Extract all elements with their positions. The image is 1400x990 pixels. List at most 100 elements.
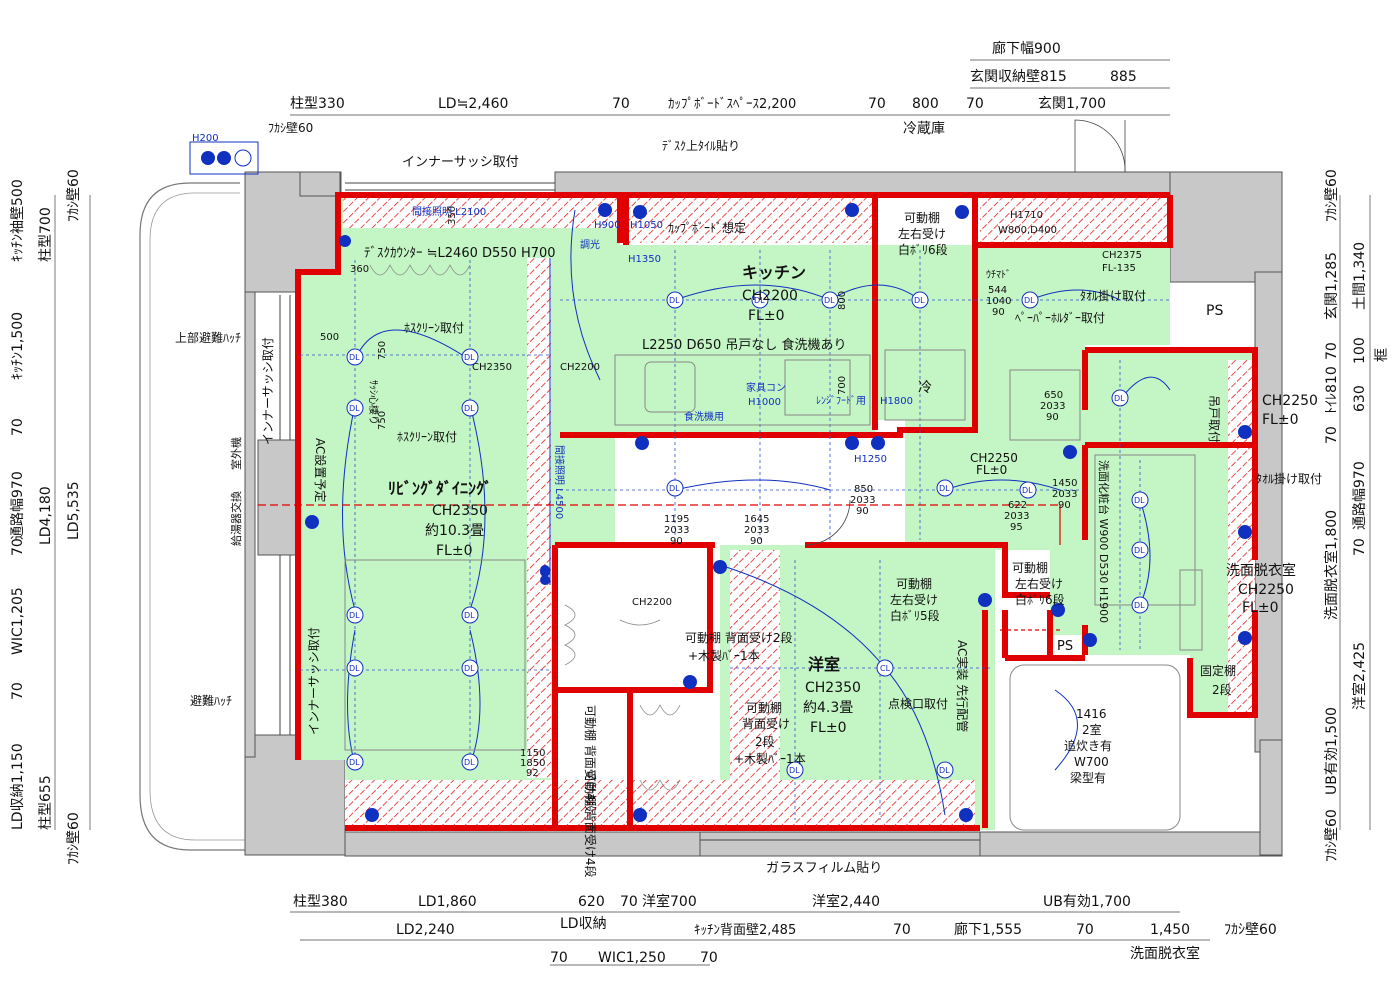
svg-text:DL: DL <box>464 404 475 413</box>
svg-text:AC実装 先行配管: AC実装 先行配管 <box>955 640 970 732</box>
svg-text:追炊き有: 追炊き有 <box>1064 738 1112 753</box>
svg-text:DL: DL <box>1022 486 1033 495</box>
outlet-box-h200 <box>189 141 259 175</box>
dim-70a: 70 <box>612 96 630 112</box>
svg-text:+木製ﾊﾞｰ1本: +木製ﾊﾞｰ1本 <box>734 752 806 766</box>
svg-text:DL: DL <box>669 296 680 305</box>
svg-text:DL: DL <box>349 611 360 620</box>
dim-bub: UB有効1,700 <box>1043 894 1131 910</box>
svg-text:H200: H200 <box>192 133 219 144</box>
svg-text:1150: 1150 <box>520 748 545 759</box>
dim-bwash: 洗面脱衣室 <box>1130 945 1200 962</box>
svg-text:DL: DL <box>939 484 950 493</box>
svg-text:H900: H900 <box>594 220 621 231</box>
right-dim-0: ﾌｶｼ壁60 <box>1324 169 1340 222</box>
outlet-icons <box>305 203 1252 822</box>
svg-text:ﾚﾝｼﾞﾌｰﾄﾞ用: ﾚﾝｼﾞﾌｰﾄﾞ用 <box>816 395 866 407</box>
svg-text:90: 90 <box>670 536 683 547</box>
svg-text:350: 350 <box>447 206 458 225</box>
dim-top3: 885 <box>1110 69 1137 85</box>
dim-byo700: 洋室700 <box>642 893 697 910</box>
svg-text:左右受け: 左右受け <box>1015 576 1063 591</box>
svg-text:ﾀｵﾙ掛け取付: ﾀｵﾙ掛け取付 <box>1080 288 1146 303</box>
svg-text:DL: DL <box>824 296 835 305</box>
left-dim-10: 70 <box>10 682 26 700</box>
left-dim-3: ｷｯﾁﾝ1,500 <box>10 312 26 380</box>
right-dim-1: 玄関1,285 <box>1323 252 1340 320</box>
svg-text:ﾎｽｸﾘｰﾝ取付: ﾎｽｸﾘｰﾝ取付 <box>397 430 457 444</box>
washroom-name: 洗面脱衣室 <box>1226 562 1296 579</box>
svg-text:固定棚: 固定棚 <box>1200 663 1236 678</box>
western-ch: CH2350 <box>805 680 861 696</box>
svg-text:1040: 1040 <box>986 296 1011 307</box>
svg-text:ｻｯｼ心棲り: ｻｯｼ心棲り <box>367 380 380 425</box>
dim-bfk: ﾌｶｼ壁60 <box>1224 922 1277 938</box>
left-dim-9: WIC1,205 <box>10 587 26 655</box>
dim-col: 柱型330 <box>290 96 345 112</box>
svg-text:DL: DL <box>754 296 765 305</box>
toilet-fl: FL±0 <box>1262 412 1299 428</box>
svg-text:DL: DL <box>1024 296 1035 305</box>
svg-text:650: 650 <box>1044 390 1063 401</box>
svg-text:ﾎｽｸﾘｰﾝ取付: ﾎｽｸﾘｰﾝ取付 <box>404 321 464 335</box>
svg-text:吊戸取付: 吊戸取付 <box>1207 395 1221 443</box>
svg-text:ﾃﾞｽｸ上ﾀｲﾙ貼り: ﾃﾞｽｸ上ﾀｲﾙ貼り <box>662 138 740 153</box>
svg-text:CH2350: CH2350 <box>472 362 512 373</box>
dim-entry: 玄関1,700 <box>1038 95 1106 112</box>
svg-text:CH2200: CH2200 <box>632 597 672 608</box>
svg-text:1450: 1450 <box>1052 478 1077 489</box>
svg-text:DL: DL <box>1134 496 1145 505</box>
western-name: 洋室 <box>808 655 840 674</box>
right-dim-3: 70 <box>1324 342 1340 360</box>
living-fl: FL±0 <box>436 543 473 559</box>
dim-fridge: 冷蔵庫 <box>903 120 945 137</box>
svg-text:間接照明 L4500: 間接照明 L4500 <box>553 445 566 519</box>
kitchen-fl: FL±0 <box>748 308 785 324</box>
svg-text:ｳﾁﾏﾄﾞ: ｳﾁﾏﾄﾞ <box>986 269 1011 281</box>
living-ch: CH2350 <box>432 503 488 519</box>
svg-text:2033: 2033 <box>1004 511 1029 522</box>
svg-text:2段: 2段 <box>1212 682 1232 697</box>
right-dim-2: 土間1,340 <box>1352 242 1368 310</box>
svg-text:DL: DL <box>349 404 360 413</box>
svg-text:92: 92 <box>526 768 539 779</box>
dim-bhall: 廊下1,555 <box>954 921 1022 938</box>
dim-bld1: LD1,860 <box>418 894 477 910</box>
svg-text:室外機: 室外機 <box>229 437 243 470</box>
left-dim-4: 70 <box>10 418 26 436</box>
left-dims: ｷｯﾁﾝ袖壁500 柱型700 ﾌｶｼ壁60 ｷｯﾁﾝ1,500 70 通路幅9… <box>10 169 82 865</box>
svg-text:可動棚 背面受け4段: 可動棚 背面受け4段 <box>583 705 598 812</box>
svg-text:90: 90 <box>1046 412 1059 423</box>
svg-text:ﾀｵﾙ掛け取付: ﾀｵﾙ掛け取付 <box>1256 471 1322 486</box>
svg-text:H1710: H1710 <box>1010 210 1043 221</box>
svg-text:PS: PS <box>1206 303 1223 319</box>
svg-text:ﾃﾞｽｸｶｳﾝﾀｰ ≒L2460 D550 H700: ﾃﾞｽｸｶｳﾝﾀｰ ≒L2460 D550 H700 <box>364 246 556 261</box>
right-dim-13: UB有効1,500 <box>1324 707 1340 795</box>
svg-text:2室: 2室 <box>1082 722 1102 737</box>
dim-b70e: 70 <box>700 950 718 966</box>
svg-text:冷: 冷 <box>918 380 932 396</box>
right-dim-5: 框 <box>1374 348 1390 362</box>
dimension-lines <box>54 59 1371 966</box>
svg-text:2033: 2033 <box>850 495 875 506</box>
svg-text:500: 500 <box>320 332 339 343</box>
glass-film: ガラスフィルム貼り <box>766 861 882 876</box>
svg-text:可動棚: 可動棚 <box>746 700 782 715</box>
svg-text:調光: 調光 <box>580 238 600 251</box>
washroom-ch: CH2250 <box>1238 582 1294 598</box>
western-area: 約4.3畳 <box>803 700 853 716</box>
structural-walls <box>244 171 1283 857</box>
svg-text:DL: DL <box>464 664 475 673</box>
left-dim-13: ﾌｶｼ壁60 <box>66 812 82 865</box>
svg-text:90: 90 <box>992 307 1005 318</box>
dim-bld2: LD2,240 <box>396 922 455 938</box>
svg-text:H1800: H1800 <box>880 396 913 407</box>
right-dims: ﾌｶｼ壁60 玄関1,285 土間1,340 70 100 框 630 ﾄｲﾚ8… <box>1323 169 1390 862</box>
svg-text:ｶｯﾌﾟﾎﾞｰﾄﾞ想定: ｶｯﾌﾟﾎﾞｰﾄﾞ想定 <box>668 220 746 235</box>
svg-text:DL: DL <box>1134 601 1145 610</box>
svg-text:750: 750 <box>377 341 388 360</box>
svg-text:DL: DL <box>464 353 475 362</box>
interior-walls <box>295 192 1258 831</box>
right-dim-7: ﾄｲﾚ810 <box>1324 366 1340 414</box>
